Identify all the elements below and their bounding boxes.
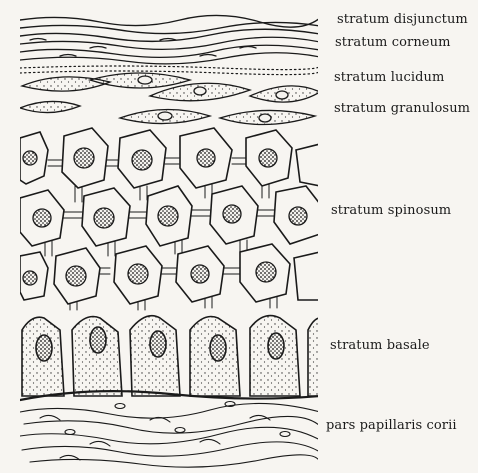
label-stratum-corneum: stratum corneum (335, 35, 451, 50)
label-stratum-lucidum: stratum lucidum (334, 70, 444, 85)
label-stratum-basale: stratum basale (330, 338, 430, 353)
label-stratum-granulosum: stratum granulosum (334, 101, 470, 116)
papillary-dermis-fibers (20, 402, 320, 468)
label-pars-papillaris-corii: pars papillaris corii (326, 418, 457, 433)
label-stratum-spinosum: stratum spinosum (331, 203, 451, 218)
stratum-basale-cells (22, 316, 320, 396)
stratum-granulosum-cells (20, 73, 320, 125)
stratum-lucidum-band (20, 66, 320, 75)
label-stratum-disjunctum: stratum disjunctum (337, 12, 468, 27)
